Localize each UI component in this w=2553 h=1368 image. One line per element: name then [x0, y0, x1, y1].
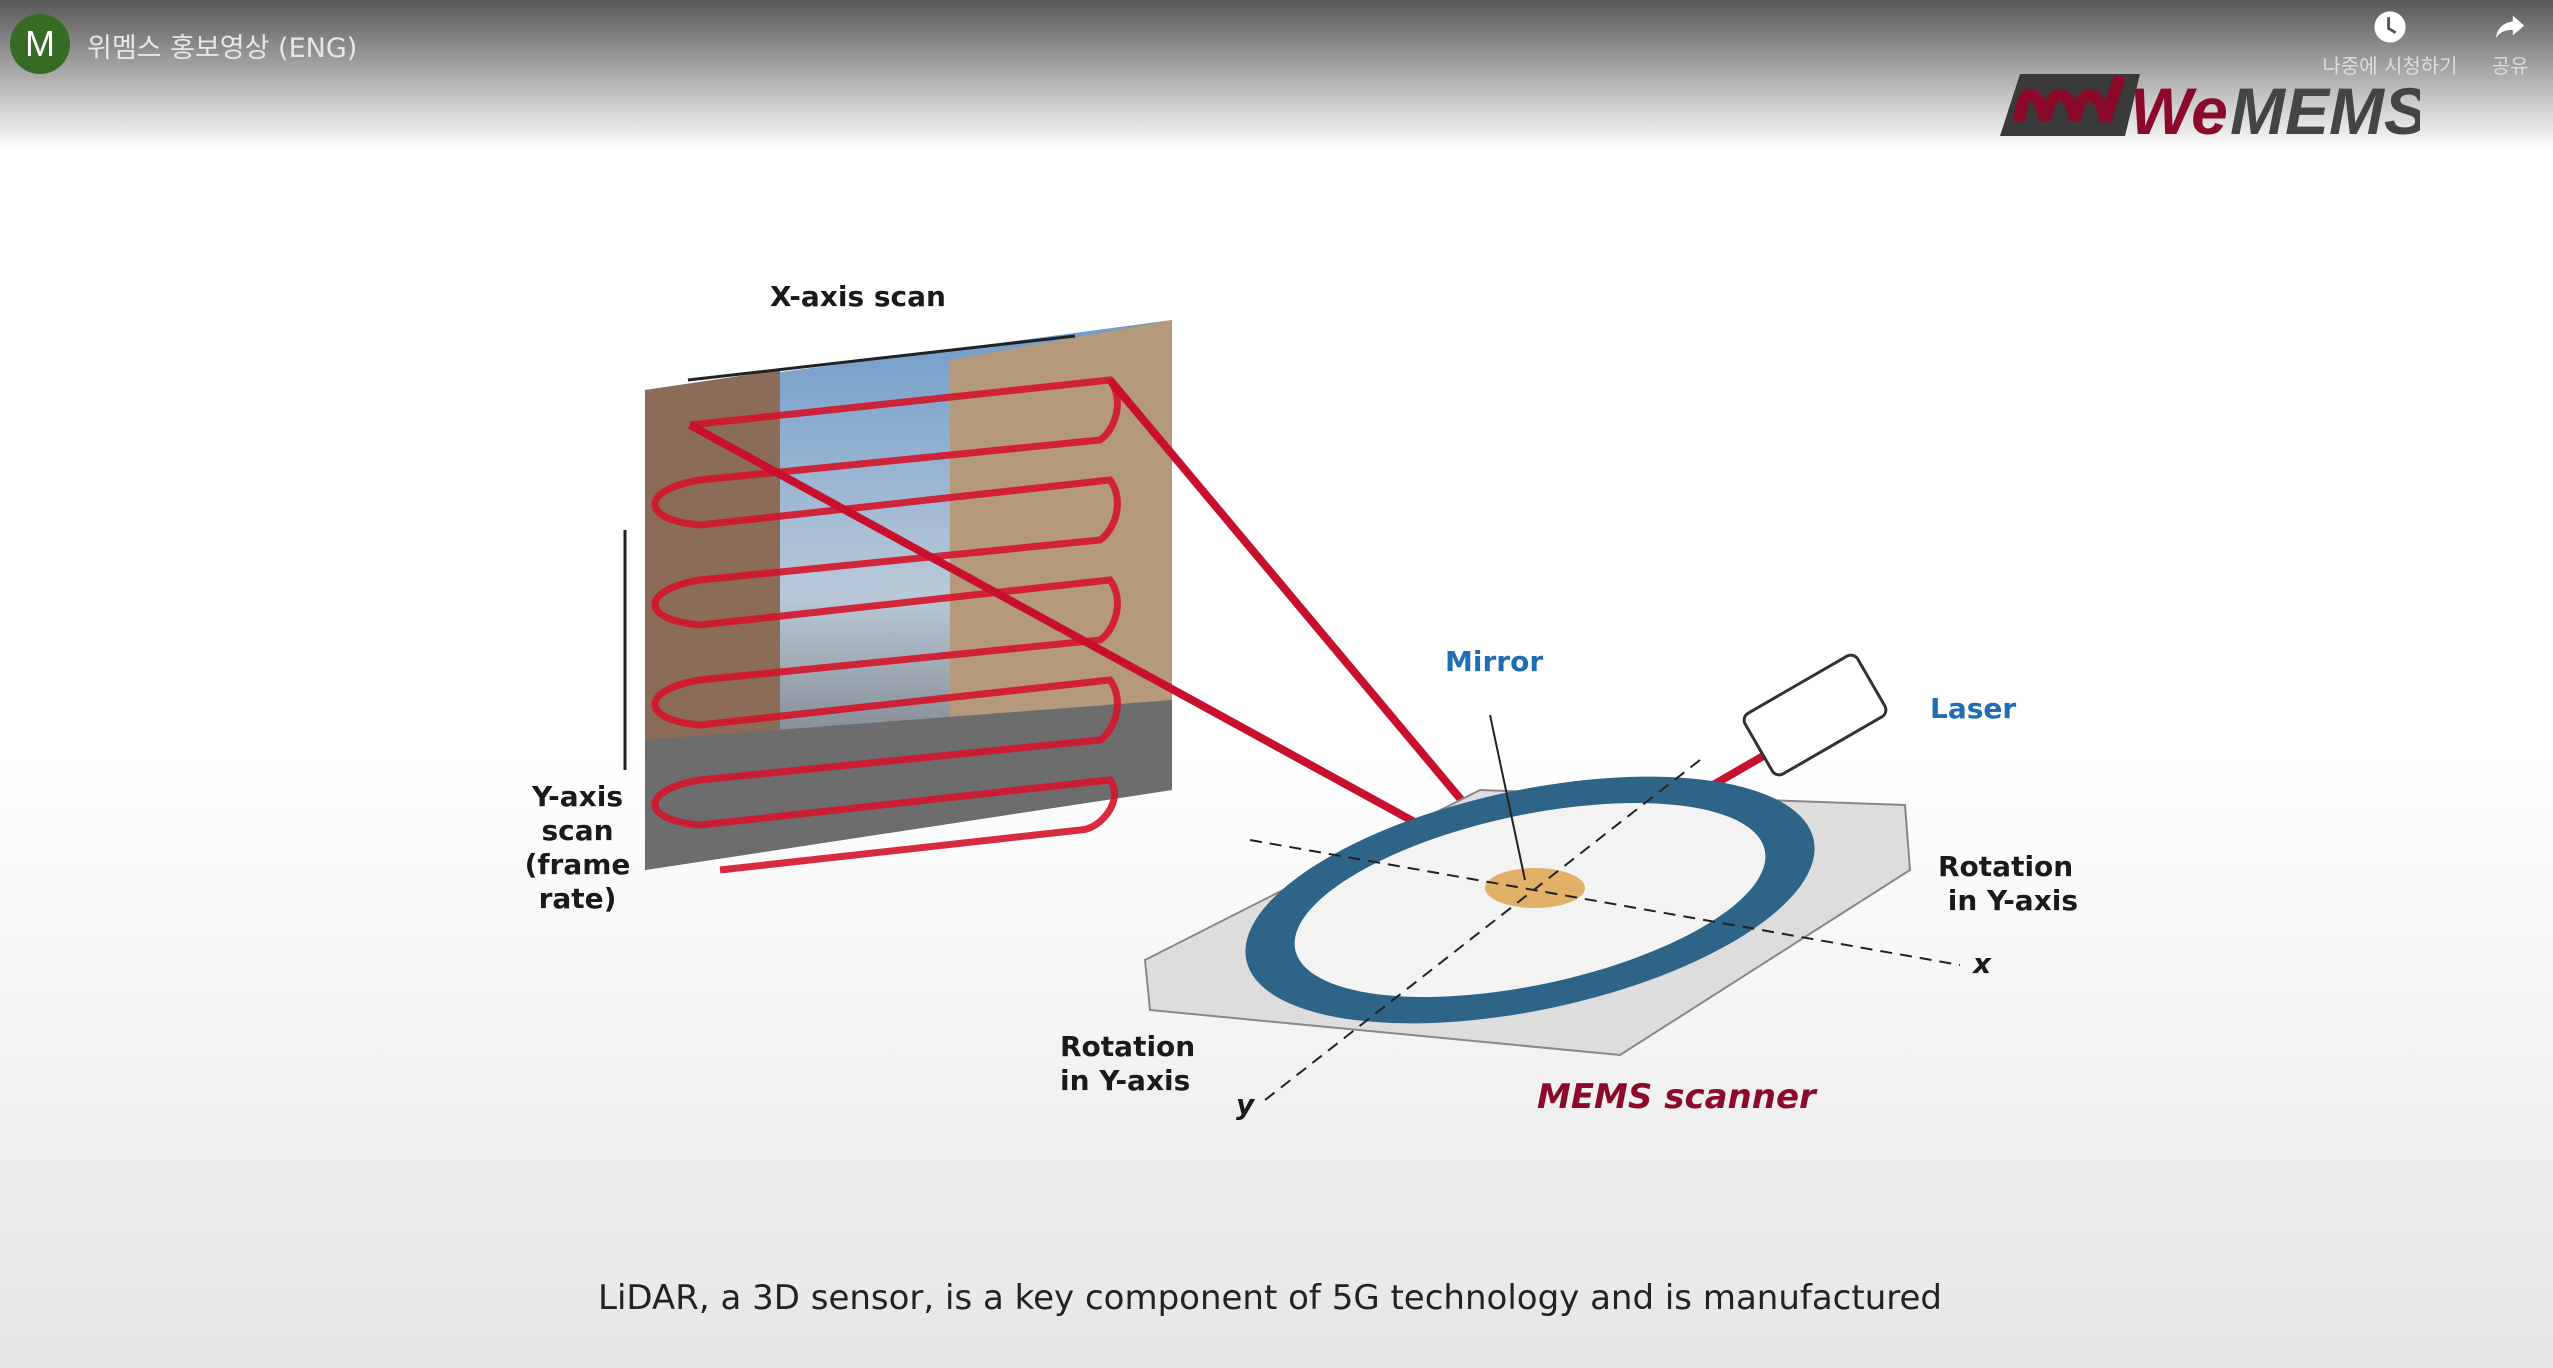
mems-scanner [1143, 714, 1961, 1101]
video-caption: LiDAR, a 3D sensor, is a key component o… [598, 1278, 1942, 1318]
x-axis-scan-label: X-axis scan [770, 280, 946, 313]
scan-pattern [651, 376, 1121, 874]
clock-icon [2374, 11, 2406, 43]
channel-avatar[interactable]: M [10, 14, 70, 74]
rot-right-line1: Rotation [1938, 850, 2074, 883]
wemems-logo: We MEMS [1990, 66, 2428, 151]
watch-later-button[interactable]: 나중에 시청하기 [2320, 10, 2460, 79]
watch-later-label: 나중에 시청하기 [2322, 54, 2458, 78]
rot-left-line1: Rotation [1060, 1030, 1196, 1063]
rotation-right-label: Rotation in Y-axis [1938, 850, 2078, 918]
mirror-label: Mirror [1445, 645, 1544, 678]
logo-we: We [2130, 74, 2228, 146]
wemems-logo-mark: We MEMS [2000, 74, 2428, 148]
y-axis-label: y [1236, 1088, 1255, 1121]
logo-mems: MEMS [2230, 74, 2420, 146]
video-title[interactable]: 위멤스 홍보영상 (ENG) [87, 33, 358, 64]
rot-right-line2: in Y-axis [1947, 884, 2079, 917]
mems-scanner-label: MEMS scanner [1537, 1077, 1816, 1117]
share-icon [2495, 15, 2525, 39]
x-scan-arrow [687, 334, 1076, 382]
rot-left-line2: in Y-axis [1060, 1064, 1191, 1097]
laser-label: Laser [1930, 692, 2017, 725]
y-scan-line1: Y-axis scan [532, 780, 623, 847]
x-axis-label: x [1973, 947, 1992, 980]
share-button[interactable]: 공유 [2480, 10, 2540, 79]
street-photo [645, 320, 1172, 870]
y-axis-scan-label: Y-axis scan(frame rate) [495, 780, 660, 916]
laser-module [1742, 653, 1888, 777]
y-scan-line2: (frame rate) [524, 848, 631, 915]
share-label: 공유 [2491, 54, 2529, 78]
